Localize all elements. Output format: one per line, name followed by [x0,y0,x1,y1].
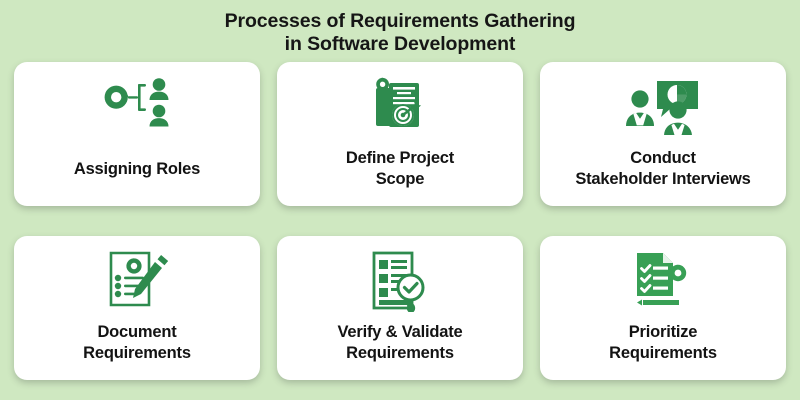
process-card-prioritize-requirements[interactable]: Prioritize Requirements [540,236,786,380]
process-card-assigning-roles[interactable]: Assigning Roles [14,62,260,206]
checklist-magnifier-check-icon [370,250,430,312]
process-card-conduct-stakeholder-interviews[interactable]: Conduct Stakeholder Interviews [540,62,786,206]
page-title-line-2: in Software Development [284,33,516,55]
document-gear-target-icon [367,76,433,138]
process-card-document-requirements[interactable]: Document Requirements [14,236,260,380]
process-card-verify-validate-requirements[interactable]: Verify & Validate Requirements [277,236,523,380]
process-card-label: Document Requirements [83,323,191,362]
page-title-line-1: Processes of Requirements Gathering [224,10,576,32]
process-card-label: Define Project Scope [345,149,455,188]
process-card-define-project-scope[interactable]: Define Project Scope [277,62,523,206]
gear-people-org-icon [98,76,176,138]
process-card-label: Conduct Stakeholder Interviews [575,149,751,188]
process-card-label: Assigning Roles [73,159,201,178]
process-card-grid: Assigning Roles [0,62,800,400]
process-card-label: Verify & Validate Requirements [337,323,463,362]
people-presentation-chart-icon [624,76,702,138]
process-card-label: Prioritize Requirements [609,323,717,362]
document-gear-pencil-icon [106,250,168,312]
page-title: Processes of Requirements Gathering in S… [0,0,800,62]
checklist-gear-pencil-icon [631,250,695,312]
